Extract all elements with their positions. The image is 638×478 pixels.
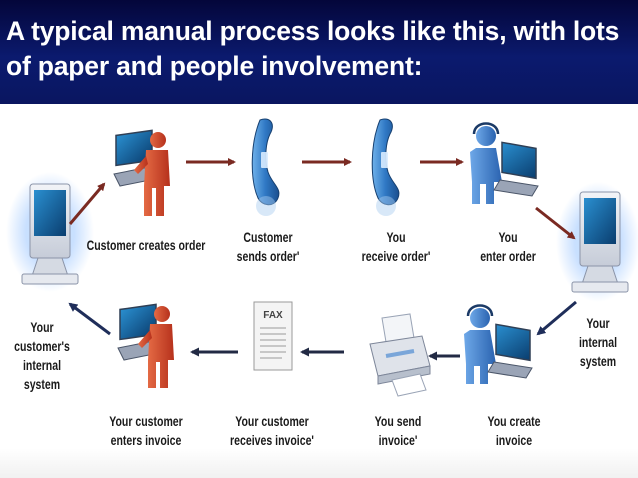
fax-label: FAX [263,310,283,321]
title-bar: A typical manual process looks like this… [0,0,638,104]
headset-person-create-invoice-icon [464,304,533,384]
label-customer-enters-invoice: Your customer enters invoice [109,414,183,448]
label-you-receive-order: You receive order' [361,230,431,264]
label-you-enter-order: You enter order [480,230,536,264]
slide-title: A typical manual process looks like this… [6,16,620,81]
printer-icon [369,313,431,397]
customer-computer-icon [6,172,94,292]
label-customer-receives-invoice: Your customer receives invoice' [230,414,314,448]
label-your-internal-system: Your internal system [578,316,618,369]
telephone-icon-receive [371,118,400,216]
label-customer-sends-order: Customer sends order' [236,230,300,264]
arrow-enter-to-system [535,206,576,240]
process-diagram: FAX [0,104,638,478]
headset-person-enter-order-icon [470,122,539,204]
arrow-system-to-create [536,300,577,336]
label-you-send-invoice: You send invoice' [374,414,422,448]
internal-system-computer-icon [556,182,638,302]
telephone-icon-send [251,118,280,216]
label-customer-internal-system: Your customer's internal system [14,320,70,392]
diagram-canvas: FAX [6,118,638,397]
fax-paper-icon: FAX [253,301,293,371]
arrow-customer-to-system [68,302,111,336]
label-you-create-invoice: You create invoice [487,414,541,448]
customer-at-laptop-icon [113,129,170,216]
customer-enters-invoice-icon [117,303,174,388]
arrow-computer-to-customer [68,182,106,225]
label-customer-creates-order: Customer creates order [86,238,206,253]
